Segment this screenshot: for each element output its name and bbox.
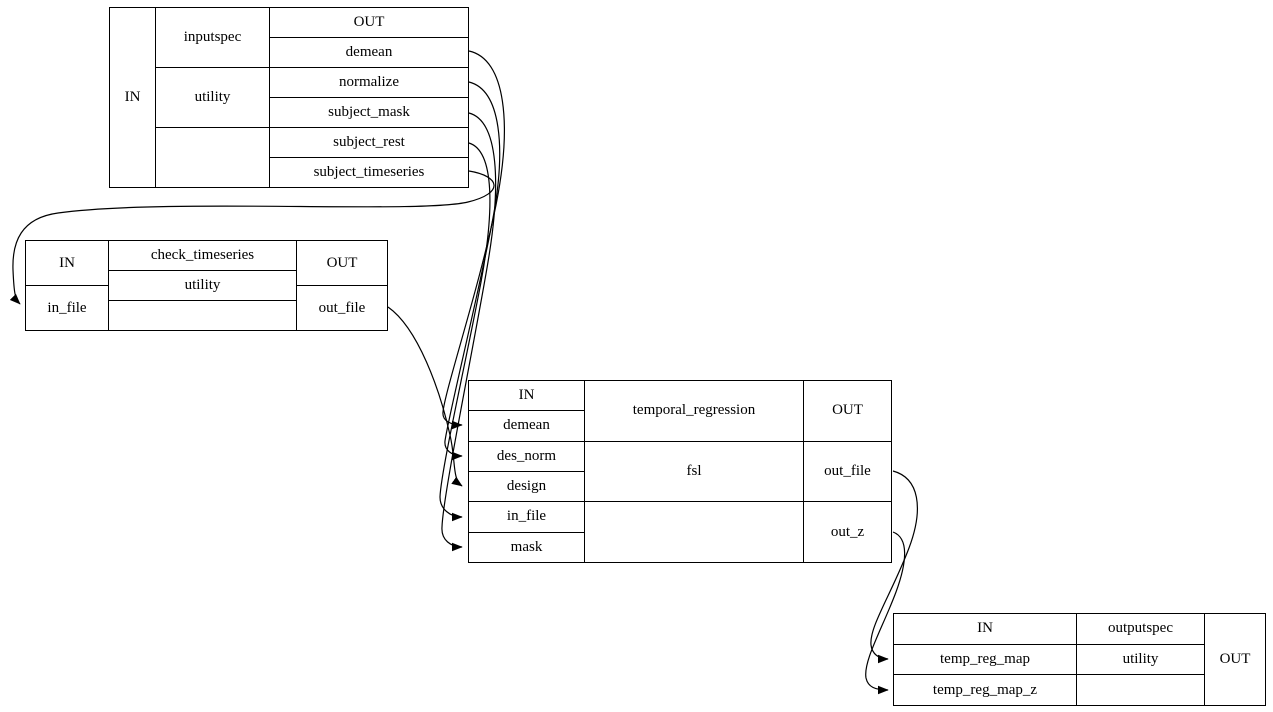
node-temporal_regression-in-column: IN demean des_norm design in_file mask	[469, 381, 584, 562]
node-package: utility	[109, 270, 296, 300]
node-temporal_regression-title-column: temporal_regression fsl	[584, 381, 803, 562]
in-header: IN	[59, 254, 75, 271]
node-check_timeseries: IN in_file check_timeseries utility OUT …	[25, 240, 388, 331]
node-title: outputspec	[1108, 620, 1173, 637]
out-header: OUT	[832, 402, 863, 419]
node-inputspec: IN inputspec utility OUT demean normaliz…	[109, 7, 469, 188]
out-port: subject_rest	[270, 127, 468, 157]
in-port: demean	[469, 410, 584, 440]
node-title: inputspec	[183, 29, 242, 45]
node-outputspec-out-column: OUT	[1204, 614, 1265, 705]
in-port: mask	[469, 531, 584, 562]
out-port: normalize	[270, 67, 468, 97]
cell-empty	[1077, 674, 1204, 705]
edge-check_timeseries-out_file-to-temporal_regression-design	[387, 306, 463, 487]
in-header: IN	[124, 89, 141, 105]
in-port: in_file	[26, 285, 108, 330]
node-check_timeseries-title-column: check_timeseries utility	[108, 241, 296, 330]
out-port: subject_timeseries	[270, 157, 468, 187]
in-port: temp_reg_map	[894, 643, 1076, 675]
node-inputspec-out-column: OUT demean normalize subject_mask subjec…	[269, 8, 468, 187]
out-port: subject_mask	[270, 97, 468, 127]
out-header: OUT	[326, 254, 358, 271]
node-check_timeseries-in-column: IN in_file	[26, 241, 108, 330]
out-port: out_file	[297, 285, 387, 330]
out-port: out_file	[804, 440, 891, 502]
node-package: utility	[1077, 643, 1204, 675]
cell-empty	[156, 127, 269, 187]
cell-empty	[109, 300, 296, 330]
out-port: demean	[270, 37, 468, 67]
out-header: OUT	[1219, 651, 1251, 667]
node-inputspec-title-column: inputspec utility	[155, 8, 269, 187]
in-header: IN	[518, 387, 535, 404]
in-port: in_file	[469, 501, 584, 531]
in-port: des_norm	[469, 440, 584, 471]
node-check_timeseries-out-column: OUT out_file	[296, 241, 387, 330]
node-inputspec-in-column: IN	[110, 8, 155, 187]
node-title: temporal_regression	[632, 402, 756, 419]
node-temporal_regression-out-column: OUT out_file out_z	[803, 381, 891, 562]
node-outputspec-title-column: outputspec utility	[1076, 614, 1204, 705]
in-port: temp_reg_map_z	[894, 674, 1076, 705]
node-temporal_regression: IN demean des_norm design in_file mask t…	[468, 380, 892, 563]
in-port: design	[469, 470, 584, 501]
node-outputspec: IN temp_reg_map temp_reg_map_z outputspe…	[893, 613, 1266, 706]
out-port: out_z	[804, 501, 891, 562]
node-package: utility	[156, 67, 269, 127]
in-header: IN	[977, 620, 993, 637]
node-package: fsl	[585, 440, 803, 502]
node-outputspec-in-column: IN temp_reg_map temp_reg_map_z	[894, 614, 1076, 705]
out-header: OUT	[353, 14, 385, 30]
cell-empty	[585, 501, 803, 562]
node-title: check_timeseries	[150, 247, 255, 263]
